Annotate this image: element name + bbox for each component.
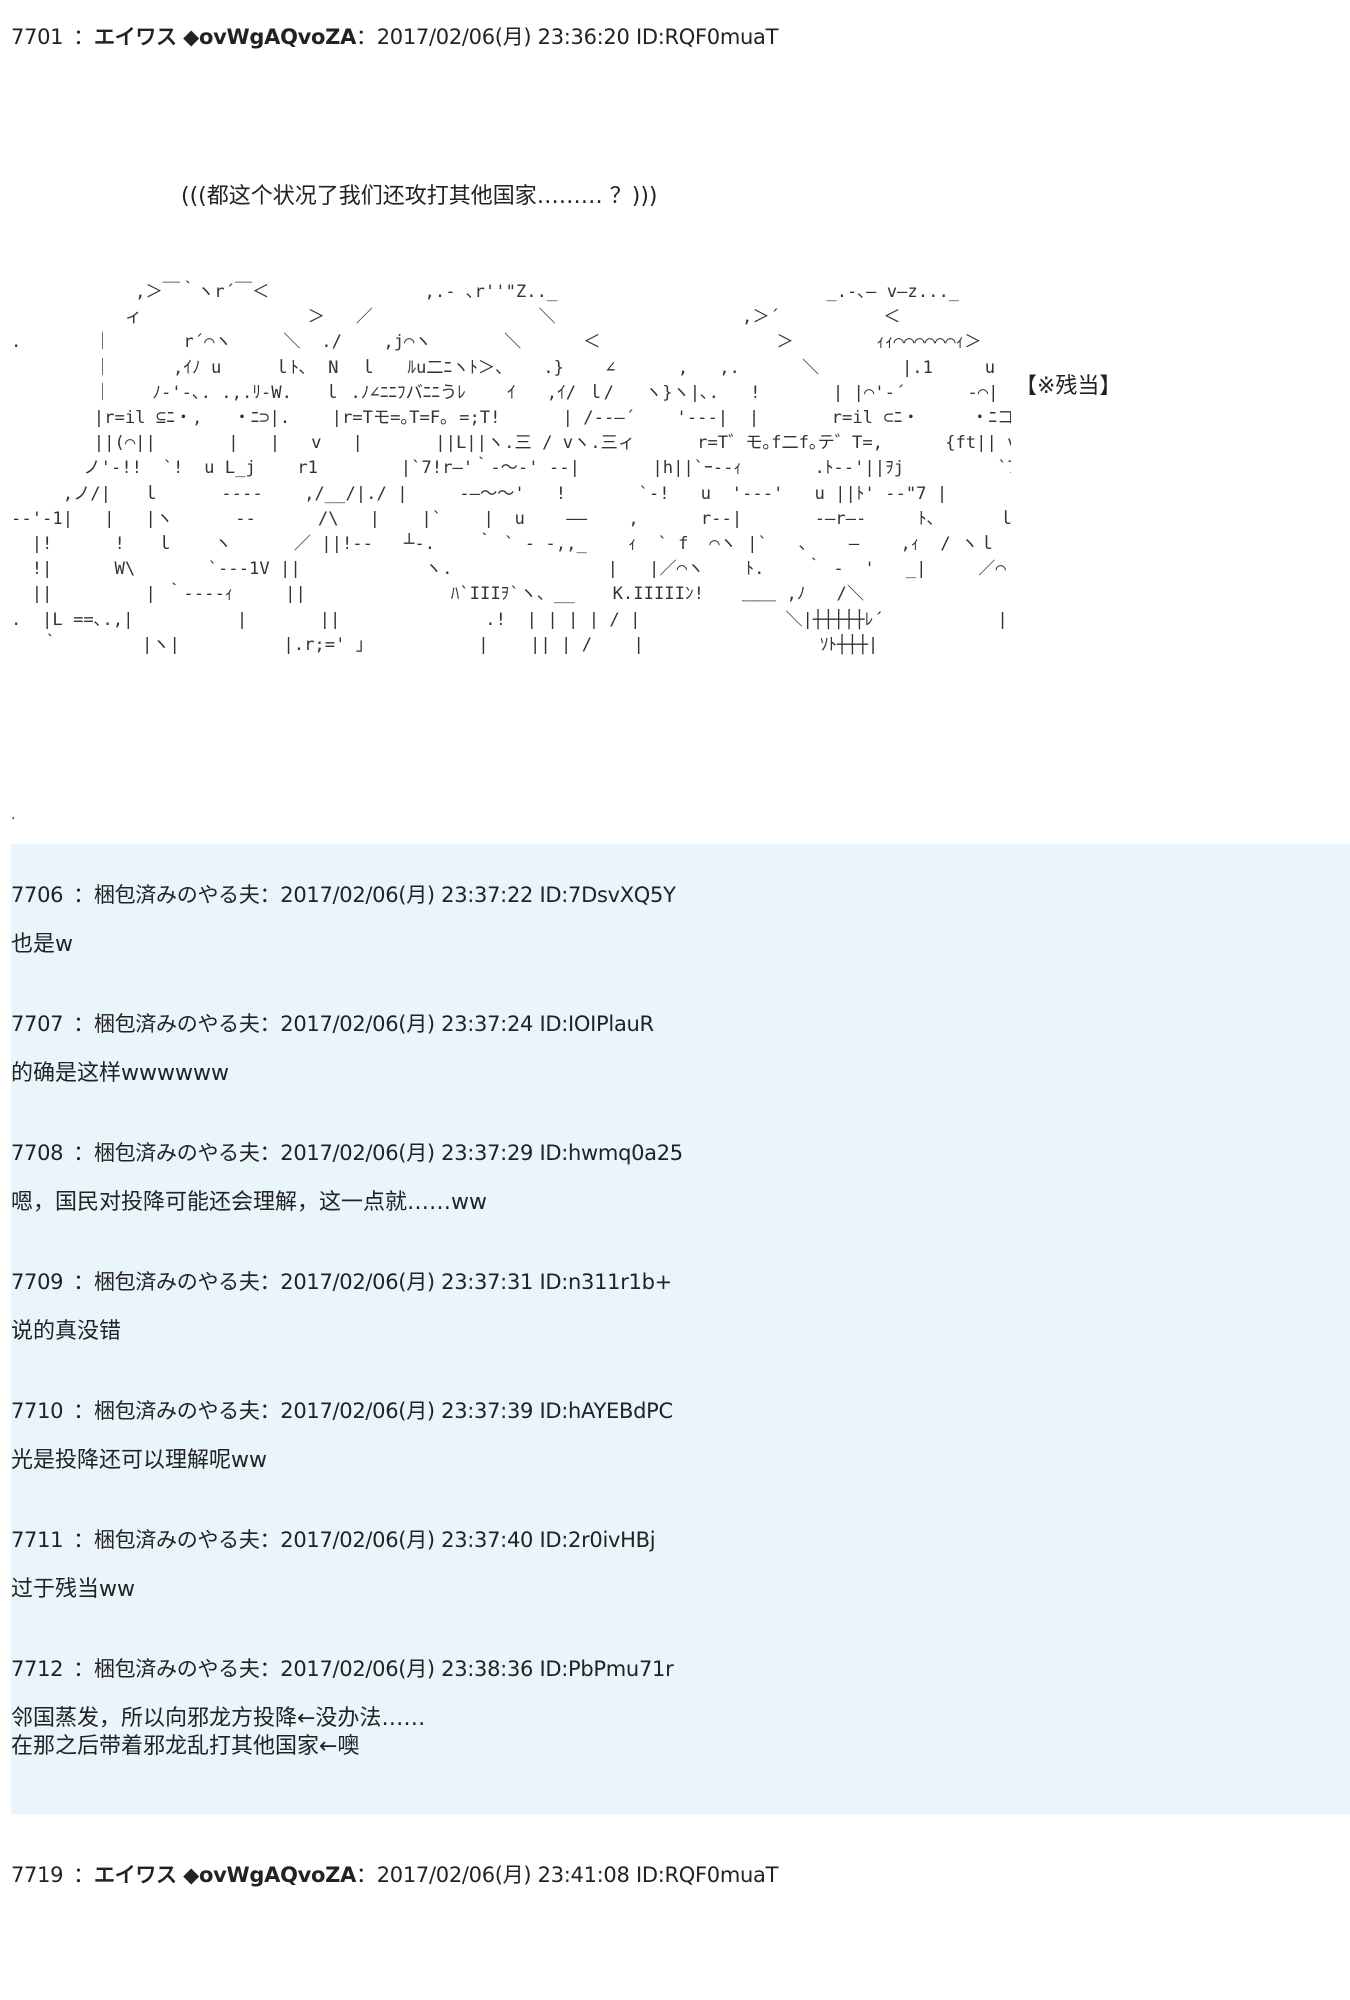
reply-line: 光是投降还可以理解呢ww bbox=[11, 1448, 267, 1473]
header-separator: ： bbox=[73, 25, 94, 49]
thread-page: 7701：エイワス ◆ovWgAQvoZA：2017/02/06(月) 23:3… bbox=[11, 0, 1350, 2000]
reply-header: 7709：梱包済みのやる夫：2017/02/06(月) 23:37:31 ID:… bbox=[11, 1267, 1341, 1297]
poster-name: 梱包済みのやる夫 bbox=[93, 1657, 260, 1681]
post-id: ID:2r0ivHBj bbox=[539, 1528, 656, 1552]
reply-header: 7710：梱包済みのやる夫：2017/02/06(月) 23:37:39 ID:… bbox=[11, 1396, 1341, 1426]
post-number: 7710 bbox=[11, 1399, 64, 1423]
reply-body: 也是w bbox=[11, 931, 1341, 959]
post-id: ID:hAYEBdPC bbox=[539, 1399, 673, 1423]
poster-name: 梱包済みのやる夫 bbox=[93, 1141, 260, 1165]
header-separator: ： bbox=[73, 1399, 94, 1423]
header-separator: ： bbox=[73, 1141, 94, 1165]
post-id: ID:RQF0muaT bbox=[635, 1863, 779, 1887]
header-separator-2: ： bbox=[259, 1270, 281, 1294]
header-separator-2: ： bbox=[259, 883, 281, 907]
poster-name: エイワス bbox=[93, 25, 177, 49]
reply-line: 嗯，国民对投降可能还会理解，这一点就……ww bbox=[11, 1190, 487, 1215]
poster-name: 梱包済みのやる夫 bbox=[93, 1399, 260, 1423]
reply-line: 说的真没错 bbox=[11, 1319, 122, 1344]
post-datetime: 2017/02/06(月) 23:37:31 bbox=[280, 1270, 534, 1294]
replies-region: 7706：梱包済みのやる夫：2017/02/06(月) 23:37:22 ID:… bbox=[11, 844, 1350, 1814]
post-datetime: 2017/02/06(月) 23:37:29 bbox=[280, 1141, 534, 1165]
poster-name: 梱包済みのやる夫 bbox=[93, 1528, 260, 1552]
poster-trip: ◆ovWgAQvoZA bbox=[183, 25, 357, 49]
post-id: ID:7DsvXQ5Y bbox=[539, 883, 676, 907]
reply-body: 过于残当ww bbox=[11, 1576, 1341, 1604]
post-id: ID:n311r1b+ bbox=[539, 1270, 672, 1294]
poster-name: 梱包済みのやる夫 bbox=[93, 1012, 260, 1036]
post-number: 7701 bbox=[11, 25, 64, 49]
separator-dot: . bbox=[11, 807, 16, 823]
reply-body: 光是投降还可以理解呢ww bbox=[11, 1447, 1341, 1475]
header-separator-2: ： bbox=[259, 1141, 281, 1165]
ascii-art: ,＞￣｀ヽr´￣＜ ,.- ､r''"Z.._ _.-､― v―z..._ ィ … bbox=[11, 282, 1011, 655]
reply-body: 嗯，国民对投降可能还会理解，这一点就……ww bbox=[11, 1189, 1341, 1217]
post-datetime: 2017/02/06(月) 23:41:08 bbox=[376, 1863, 630, 1887]
aa-note: 【※残当】 bbox=[1015, 374, 1122, 399]
post-number: 7712 bbox=[11, 1657, 64, 1681]
reply-header: 7712：梱包済みのやる夫：2017/02/06(月) 23:38:36 ID:… bbox=[11, 1654, 1341, 1684]
header-separator: ： bbox=[73, 1863, 94, 1887]
header-separator-2: ： bbox=[356, 25, 377, 49]
post-number: 7707 bbox=[11, 1012, 64, 1036]
post-datetime: 2017/02/06(月) 23:38:36 bbox=[280, 1657, 534, 1681]
reply-post: 7707：梱包済みのやる夫：2017/02/06(月) 23:37:24 ID:… bbox=[11, 1009, 1341, 1088]
post-id: ID:hwmq0a25 bbox=[539, 1141, 683, 1165]
reply-post: 7706：梱包済みのやる夫：2017/02/06(月) 23:37:22 ID:… bbox=[11, 880, 1341, 959]
reply-body: 的确是这样wwwwww bbox=[11, 1060, 1341, 1088]
aa-thought-text: (((都这个状况了我们还攻打其他国家……… ？))) bbox=[181, 184, 658, 209]
reply-line: 也是w bbox=[11, 932, 73, 957]
header-separator: ： bbox=[73, 883, 94, 907]
reply-header: 7707：梱包済みのやる夫：2017/02/06(月) 23:37:24 ID:… bbox=[11, 1009, 1341, 1039]
post-id: ID:RQF0muaT bbox=[635, 25, 779, 49]
post-id: ID:IOIPlauR bbox=[539, 1012, 654, 1036]
reply-post: 7709：梱包済みのやる夫：2017/02/06(月) 23:37:31 ID:… bbox=[11, 1267, 1341, 1346]
header-separator: ： bbox=[73, 1270, 94, 1294]
post-datetime: 2017/02/06(月) 23:37:24 bbox=[280, 1012, 534, 1036]
reply-header: 7711：梱包済みのやる夫：2017/02/06(月) 23:37:40 ID:… bbox=[11, 1525, 1341, 1555]
poster-name: 梱包済みのやる夫 bbox=[93, 1270, 260, 1294]
reply-body: 邻国蒸发，所以向邪龙方投降←没办法…… 在那之后带着邪龙乱打其他国家←噢 bbox=[11, 1705, 1341, 1761]
post-id: ID:PbPmu71r bbox=[539, 1657, 674, 1681]
post-datetime: 2017/02/06(月) 23:37:22 bbox=[280, 883, 534, 907]
reply-post: 7711：梱包済みのやる夫：2017/02/06(月) 23:37:40 ID:… bbox=[11, 1525, 1341, 1604]
post-number: 7711 bbox=[11, 1528, 64, 1552]
header-separator-2: ： bbox=[259, 1528, 281, 1552]
reply-line: 在那之后带着邪龙乱打其他国家←噢 bbox=[11, 1734, 360, 1759]
poster-name: 梱包済みのやる夫 bbox=[93, 883, 260, 907]
reply-body: 说的真没错 bbox=[11, 1318, 1341, 1346]
reply-line: 过于残当ww bbox=[11, 1577, 135, 1602]
reply-header: 7708：梱包済みのやる夫：2017/02/06(月) 23:37:29 ID:… bbox=[11, 1138, 1341, 1168]
header-separator-2: ： bbox=[259, 1012, 281, 1036]
post-datetime: 2017/02/06(月) 23:37:40 bbox=[280, 1528, 534, 1552]
reply-post: 7708：梱包済みのやる夫：2017/02/06(月) 23:37:29 ID:… bbox=[11, 1138, 1341, 1217]
poster-name: エイワス bbox=[93, 1863, 177, 1887]
header-separator-2: ： bbox=[259, 1657, 281, 1681]
post-number: 7706 bbox=[11, 883, 64, 907]
post-number: 7709 bbox=[11, 1270, 64, 1294]
header-separator: ： bbox=[73, 1012, 94, 1036]
reply-post: 7710：梱包済みのやる夫：2017/02/06(月) 23:37:39 ID:… bbox=[11, 1396, 1341, 1475]
reply-post: 7712：梱包済みのやる夫：2017/02/06(月) 23:38:36 ID:… bbox=[11, 1654, 1341, 1761]
post-number: 7719 bbox=[11, 1863, 64, 1887]
post-datetime: 2017/02/06(月) 23:36:20 bbox=[376, 25, 630, 49]
post-number: 7708 bbox=[11, 1141, 64, 1165]
post-datetime: 2017/02/06(月) 23:37:39 bbox=[280, 1399, 534, 1423]
header-separator: ： bbox=[73, 1657, 94, 1681]
post-header-7719: 7719：エイワス ◆ovWgAQvoZA：2017/02/06(月) 23:4… bbox=[11, 1860, 778, 1890]
header-separator-2: ： bbox=[259, 1399, 281, 1423]
reply-header: 7706：梱包済みのやる夫：2017/02/06(月) 23:37:22 ID:… bbox=[11, 880, 1341, 910]
header-separator: ： bbox=[73, 1528, 94, 1552]
header-separator-2: ： bbox=[356, 1863, 377, 1887]
post-header-7701: 7701：エイワス ◆ovWgAQvoZA：2017/02/06(月) 23:3… bbox=[11, 22, 778, 52]
reply-line: 的确是这样wwwwww bbox=[11, 1061, 229, 1086]
poster-trip: ◆ovWgAQvoZA bbox=[183, 1863, 357, 1887]
reply-line: 邻国蒸发，所以向邪龙方投降←没办法…… bbox=[11, 1706, 426, 1731]
